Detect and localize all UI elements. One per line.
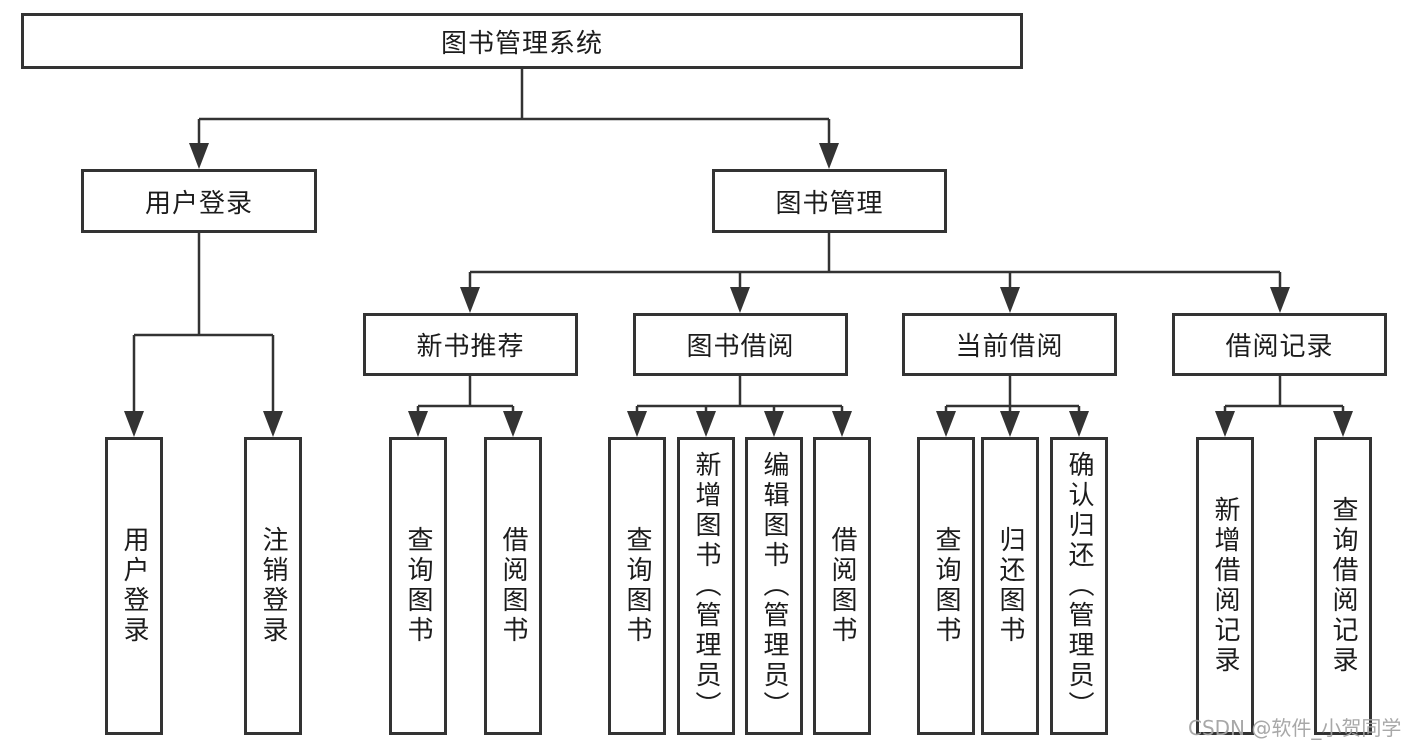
node-current-borrowing: 当前借阅 xyxy=(902,313,1117,376)
leaf-borrow-books-recommend: 借阅图书 xyxy=(484,437,542,735)
leaf-query-books-recommend: 查询图书 xyxy=(389,437,447,735)
leaf-return-book: 归还图书 xyxy=(981,437,1039,735)
leaf-borrow-books: 借阅图书 xyxy=(813,437,871,735)
leaf-logout: 注销登录 xyxy=(244,437,302,735)
node-borrowing-records: 借阅记录 xyxy=(1172,313,1387,376)
leaf-add-borrow-record: 新增借阅记录 xyxy=(1196,437,1254,735)
leaf-user-login: 用户登录 xyxy=(105,437,163,735)
csdn-watermark: CSDN @软件_小贺同学 xyxy=(1188,716,1402,740)
leaf-add-book-admin: 新增图书（管理员） xyxy=(677,437,735,735)
leaf-query-books-current: 查询图书 xyxy=(917,437,975,735)
node-book-borrowing: 图书借阅 xyxy=(633,313,848,376)
leaf-confirm-return-admin: 确认归还（管理员） xyxy=(1050,437,1108,735)
node-user-login: 用户登录 xyxy=(81,169,317,233)
leaf-edit-book-admin: 编辑图书（管理员） xyxy=(745,437,803,735)
node-book-management: 图书管理 xyxy=(712,169,947,233)
leaf-query-books-borrow: 查询图书 xyxy=(608,437,666,735)
node-library-management-system: 图书管理系统 xyxy=(21,13,1023,69)
leaf-query-borrow-record: 查询借阅记录 xyxy=(1314,437,1372,735)
node-new-book-recommendation: 新书推荐 xyxy=(363,313,578,376)
